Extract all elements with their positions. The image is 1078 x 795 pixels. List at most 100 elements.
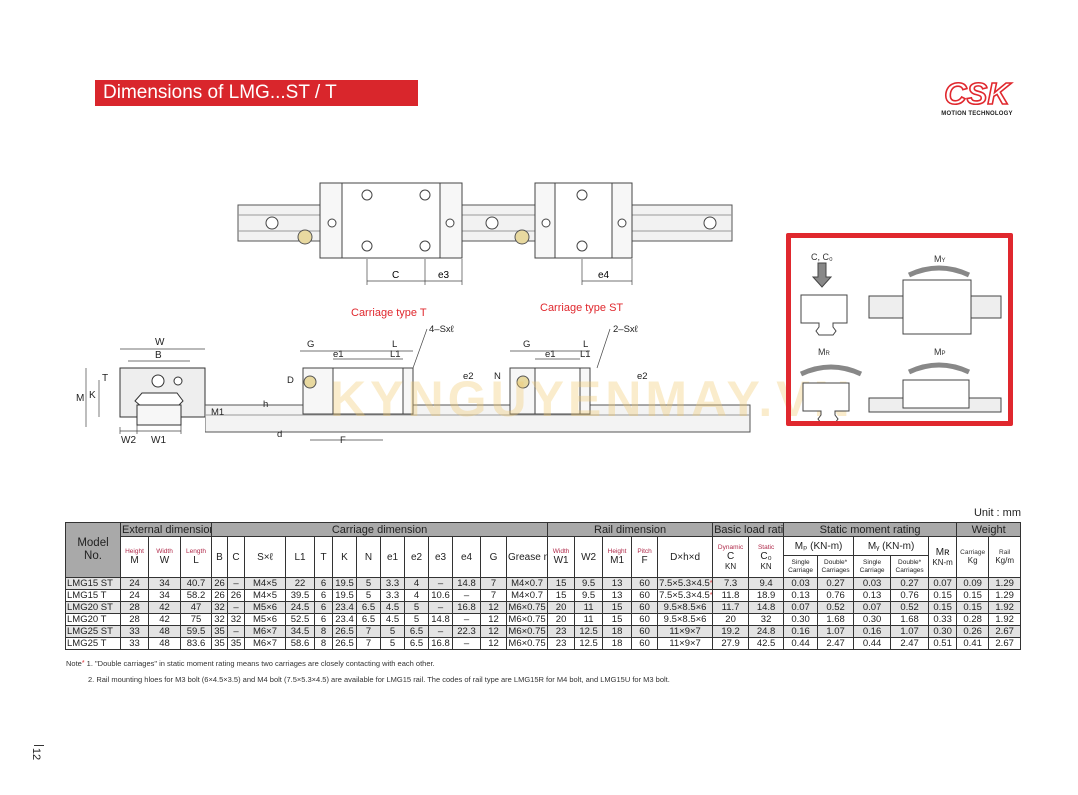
svg-text:MP: MP bbox=[934, 347, 946, 357]
header-double-carriages: Double* Carriages bbox=[890, 555, 930, 578]
svg-text:N: N bbox=[494, 371, 501, 382]
model-cell: LMG20 T bbox=[65, 613, 121, 626]
header-single-carriage: Single Carriage bbox=[853, 555, 892, 578]
table-cell: 6.5 bbox=[356, 601, 381, 614]
table-cell: 24 bbox=[120, 589, 149, 602]
table-cell: 32 bbox=[748, 613, 785, 626]
table-cell: 7.5×5.3×4.5* bbox=[657, 589, 714, 602]
table-cell: 4.5 bbox=[380, 601, 405, 614]
table-cell: 6.5 bbox=[404, 637, 429, 650]
table-cell: 0.76 bbox=[890, 589, 930, 602]
table-cell: 60 bbox=[631, 625, 659, 638]
table-cell: 24.8 bbox=[748, 625, 785, 638]
page-number: 12 bbox=[30, 747, 43, 761]
table-cell: 5 bbox=[356, 589, 381, 602]
table-cell: 23 bbox=[547, 637, 576, 650]
header-group: Rail dimension bbox=[547, 522, 714, 537]
column-header: Grease nipple bbox=[505, 536, 549, 578]
watermark: KYNGUYENMAY.VN bbox=[330, 371, 854, 427]
table-cell: M6×0.75 bbox=[505, 601, 549, 614]
table-cell: 14.8 bbox=[452, 577, 481, 590]
table-cell: 52.5 bbox=[285, 613, 315, 626]
top-view-drawing: C e3 e4 bbox=[237, 182, 733, 285]
table-cell: 26 bbox=[211, 589, 228, 602]
table-cell: 9.5 bbox=[574, 577, 604, 590]
table-cell: 48 bbox=[148, 637, 181, 650]
table-cell: 12 bbox=[480, 601, 507, 614]
table-cell: 0.07 bbox=[783, 601, 819, 614]
table-cell: 60 bbox=[631, 601, 659, 614]
svg-text:D: D bbox=[287, 375, 294, 386]
table-cell: 7.3 bbox=[712, 577, 750, 590]
table-cell: 12 bbox=[480, 613, 507, 626]
dim-w2-label: W2 bbox=[121, 435, 136, 446]
table-cell: M5×6 bbox=[244, 601, 286, 614]
table-cell: 0.03 bbox=[783, 577, 819, 590]
table-cell: M4×5 bbox=[244, 589, 286, 602]
table-cell: 27.9 bbox=[712, 637, 750, 650]
table-cell: 0.51 bbox=[928, 637, 958, 650]
table-cell: 0.52 bbox=[890, 601, 930, 614]
table-cell: 60 bbox=[631, 613, 659, 626]
page-title: Dimensions of LMG...ST / T bbox=[95, 80, 418, 106]
table-cell: M5×6 bbox=[244, 613, 286, 626]
dim-k-label: K bbox=[89, 390, 96, 401]
table-cell: 4.5 bbox=[380, 613, 405, 626]
column-header: N bbox=[356, 536, 381, 578]
dim-t-label: T bbox=[102, 373, 108, 384]
svg-text:MR: MR bbox=[818, 347, 831, 357]
table-cell: 15 bbox=[547, 577, 576, 590]
table-cell: 5 bbox=[404, 601, 429, 614]
table-cell: 4 bbox=[404, 589, 429, 602]
table-cell: 22 bbox=[285, 577, 315, 590]
header-group: Basic load rating bbox=[712, 522, 785, 537]
model-cell: LMG25 T bbox=[65, 637, 121, 650]
table-cell: 35 bbox=[227, 637, 245, 650]
table-cell: 20 bbox=[712, 613, 750, 626]
table-cell: 15 bbox=[547, 589, 576, 602]
side-view-drawing: G L e1 L1 4–Sxℓ D e2 G L e1 L1 2–Sxℓ N e… bbox=[205, 324, 751, 446]
header-group: Weight bbox=[956, 522, 1022, 537]
header-group: External dimension bbox=[120, 522, 212, 537]
table-cell: 42 bbox=[148, 613, 181, 626]
table-cell: 11 bbox=[574, 613, 604, 626]
table-cell: 58.6 bbox=[285, 637, 315, 650]
table-cell: 0.15 bbox=[956, 589, 990, 602]
table-cell: 0.44 bbox=[853, 637, 892, 650]
table-cell: M6×0.75 bbox=[505, 637, 549, 650]
table-cell: 1.68 bbox=[817, 613, 855, 626]
table-cell: 5 bbox=[404, 613, 429, 626]
table-cell: – bbox=[428, 625, 453, 638]
table-cell: 1.29 bbox=[988, 577, 1022, 590]
table-cell: M6×0.75 bbox=[505, 613, 549, 626]
table-cell: – bbox=[428, 601, 453, 614]
table-cell: 0.30 bbox=[783, 613, 819, 626]
header-double-carriages: Double* Carriages bbox=[817, 555, 855, 578]
table-cell: 1.92 bbox=[988, 613, 1022, 626]
table-cell: 35 bbox=[211, 625, 228, 638]
table-cell: – bbox=[452, 589, 481, 602]
table-cell: 0.07 bbox=[853, 601, 892, 614]
column-header: B bbox=[211, 536, 228, 578]
table-cell: 0.13 bbox=[853, 589, 892, 602]
model-cell: LMG15 T bbox=[65, 589, 121, 602]
table-cell: M6×0.75 bbox=[505, 625, 549, 638]
svg-text:L: L bbox=[583, 339, 588, 350]
load-arrow-icon bbox=[811, 262, 833, 288]
caption-carriage-type-t: Carriage type T bbox=[351, 307, 427, 319]
table-cell: 35 bbox=[211, 637, 228, 650]
table-cell: 42.5 bbox=[748, 637, 785, 650]
unit-label: Unit : mm bbox=[973, 507, 1021, 519]
